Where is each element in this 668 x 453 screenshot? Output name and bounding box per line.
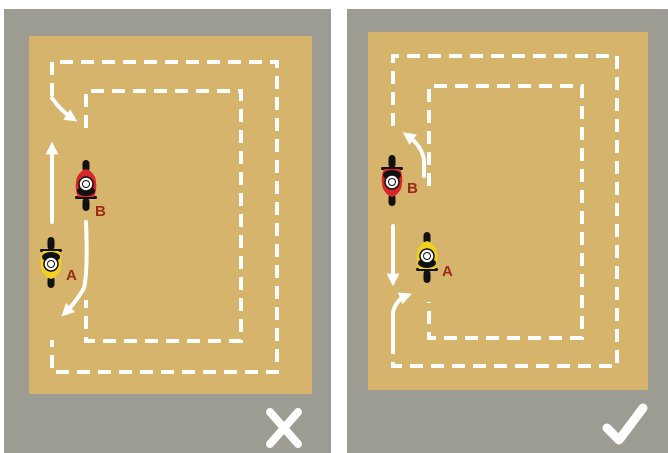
rider-label-b: B	[407, 180, 418, 197]
panel-correct: B A	[347, 9, 668, 453]
rider-label-b: B	[95, 203, 106, 220]
rider-label-a: A	[442, 263, 453, 280]
rider-label-a: A	[66, 267, 77, 284]
panel-incorrect: B A	[4, 9, 331, 453]
